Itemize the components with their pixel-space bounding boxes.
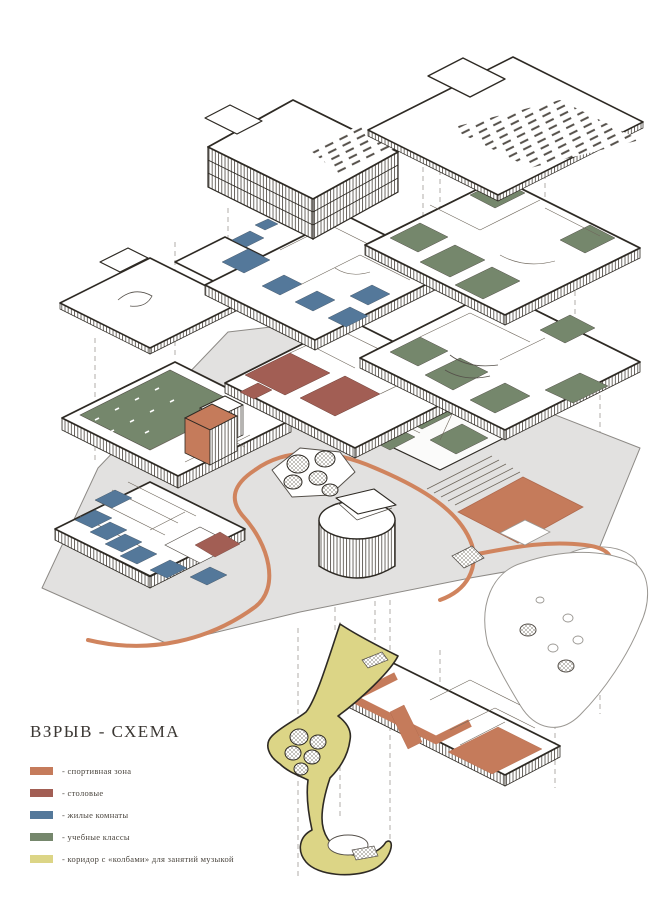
classrooms-floor-upper xyxy=(364,177,641,326)
main-building-volume xyxy=(204,99,399,241)
music-flasks-cluster xyxy=(271,447,356,498)
sports-field xyxy=(457,476,584,546)
legend-item-classes: - учебные классы xyxy=(30,826,290,848)
legend-item-living: - жилые комнаты xyxy=(30,804,290,826)
legend-item-dining: - столовые xyxy=(30,782,290,804)
legend-label: - коридор с «колбами» для занятий музыко… xyxy=(62,854,234,864)
legend-label: - столовые xyxy=(62,788,104,798)
classrooms-floor-middle xyxy=(359,289,641,441)
legend-swatch-dining xyxy=(30,789,53,797)
dorm-floor-ground xyxy=(54,481,246,589)
gym-entrance-block xyxy=(183,395,244,466)
amphitheatre-steps xyxy=(426,455,521,506)
legend-label: - учебные классы xyxy=(62,832,130,842)
legend-label: - жилые комнаты xyxy=(62,810,129,820)
basement-floor xyxy=(337,662,561,787)
music-corridor xyxy=(267,623,399,876)
legend-swatch-living xyxy=(30,811,53,819)
legend-swatch-music xyxy=(30,855,53,863)
legend: ВЗРЫВ - СХЕМА - спортивная зона - столов… xyxy=(30,722,290,870)
legend-swatch-classes xyxy=(30,833,53,841)
legend-item-sports: - спортивная зона xyxy=(30,760,290,782)
underground-outline-plate xyxy=(484,551,649,728)
legend-item-music: - коридор с «колбами» для занятий музыко… xyxy=(30,848,290,870)
diagram-title: ВЗРЫВ - СХЕМА xyxy=(30,722,181,741)
roof-plate xyxy=(367,56,644,202)
legend-label: - спортивная зона xyxy=(62,766,132,776)
stair-block xyxy=(451,545,485,569)
cylindrical-pavilion xyxy=(318,488,397,579)
l-shaped-roof-plate xyxy=(59,236,266,355)
legend-swatch-sports xyxy=(30,767,53,775)
